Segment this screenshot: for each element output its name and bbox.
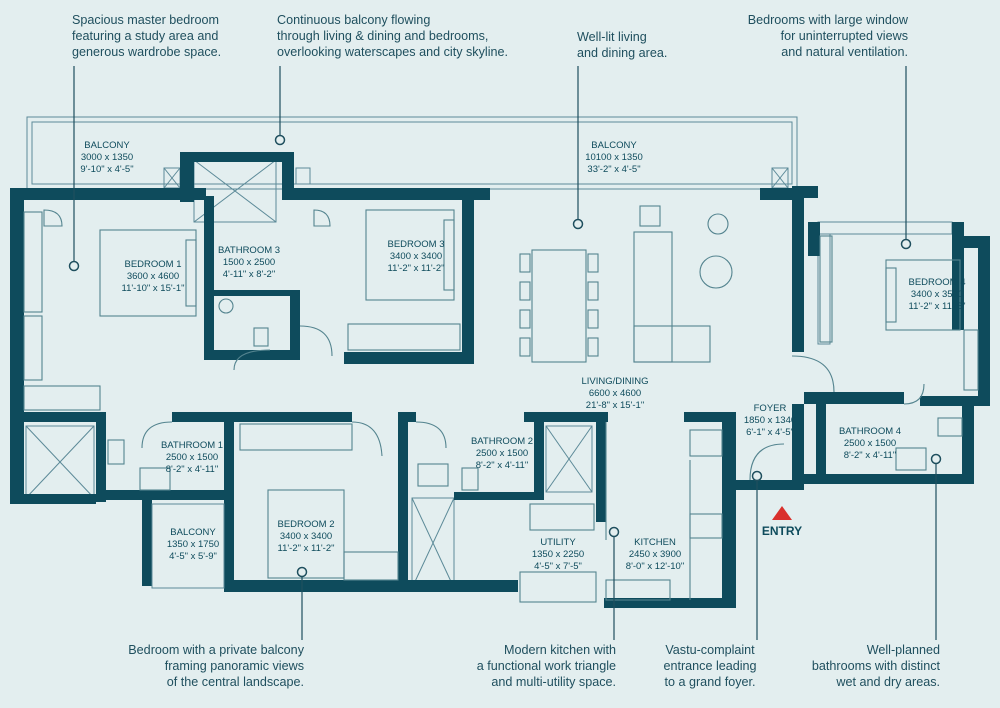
svg-text:21'-8" x 15'-1": 21'-8" x 15'-1" (586, 400, 644, 411)
room-living-label: LIVING/DINING 6600 x 4600 21'-8" x 15'-1… (581, 376, 648, 411)
room-foyer-label: FOYER 1850 x 1340 6'-1" x 4'-5" (744, 403, 796, 438)
callout-bathrooms: Well-planned bathrooms with distinct wet… (811, 643, 940, 689)
svg-text:BATHROOM 2: BATHROOM 2 (471, 436, 533, 447)
svg-text:2450 x 3900: 2450 x 3900 (629, 549, 681, 560)
svg-text:BEDROOM 3: BEDROOM 3 (387, 239, 444, 250)
room-balcony-small-label: BALCONY 1350 x 1750 4'-5" x 5'-9" (167, 527, 219, 562)
svg-text:FOYER: FOYER (754, 403, 787, 414)
svg-text:BALCONY: BALCONY (591, 140, 637, 151)
svg-text:BATHROOM 4: BATHROOM 4 (839, 426, 901, 437)
svg-text:1500 x 2500: 1500 x 2500 (223, 257, 275, 268)
svg-text:3400 x 3400: 3400 x 3400 (280, 531, 332, 542)
svg-text:8'-2" x 4'-11": 8'-2" x 4'-11" (476, 460, 528, 471)
room-bedroom2-label: BEDROOM 2 3400 x 3400 11'-2" x 11'-2" (277, 519, 334, 554)
svg-text:3000 x 1350: 3000 x 1350 (81, 152, 133, 163)
room-bedroom4-label: BEDROOM 4 3400 x 3500 11'-2" x 11'-6" (908, 277, 965, 312)
svg-text:1850 x 1340: 1850 x 1340 (744, 415, 796, 426)
svg-text:10100 x 1350: 10100 x 1350 (585, 152, 643, 163)
room-bathroom4-label: BATHROOM 4 2500 x 1500 8'-2" x 4'-11" (839, 426, 901, 461)
room-bathroom1-label: BATHROOM 1 2500 x 1500 8'-2" x 4'-11" (161, 440, 223, 475)
room-bedroom3-label: BEDROOM 3 3400 x 3400 11'-2" x 11'-2" (387, 239, 444, 274)
svg-text:BATHROOM 1: BATHROOM 1 (161, 440, 223, 451)
svg-text:3600 x 4600: 3600 x 4600 (127, 271, 179, 282)
svg-text:11'-2" x 11'-6": 11'-2" x 11'-6" (908, 301, 965, 312)
svg-text:BATHROOM 3: BATHROOM 3 (218, 245, 280, 256)
callout-kitchen: Modern kitchen with a functional work tr… (476, 643, 616, 689)
walls (10, 152, 990, 608)
svg-text:11'-2" x 11'-2": 11'-2" x 11'-2" (387, 263, 444, 274)
svg-text:2500 x 1500: 2500 x 1500 (476, 448, 528, 459)
svg-text:6600 x 4600: 6600 x 4600 (589, 388, 641, 399)
room-bathroom3-label: BATHROOM 3 1500 x 2500 4'-11" x 8'-2" (218, 245, 280, 280)
svg-text:BEDROOM 1: BEDROOM 1 (124, 259, 181, 270)
callout-private-balcony: Bedroom with a private balcony framing p… (128, 643, 304, 689)
svg-text:2500 x 1500: 2500 x 1500 (844, 438, 896, 449)
svg-text:3400 x 3400: 3400 x 3400 (390, 251, 442, 262)
callout-continuous-balcony: Continuous balcony flowing through livin… (277, 13, 508, 59)
callout-living-dining: Well-lit living and dining area. (577, 30, 668, 60)
room-bedroom1-label: BEDROOM 1 3600 x 4600 11'-10" x 15'-1" (121, 259, 184, 294)
svg-text:8'-2" x 4'-11": 8'-2" x 4'-11" (844, 450, 896, 461)
svg-text:9'-10" x 4'-5": 9'-10" x 4'-5" (80, 164, 133, 175)
svg-text:KITCHEN: KITCHEN (634, 537, 676, 548)
svg-text:11'-10" x 15'-1": 11'-10" x 15'-1" (121, 283, 184, 294)
entry-label: ENTRY (762, 524, 802, 538)
svg-text:8'-0" x 12'-10": 8'-0" x 12'-10" (626, 561, 684, 572)
svg-text:3400 x 3500: 3400 x 3500 (911, 289, 963, 300)
svg-text:1350 x 2250: 1350 x 2250 (532, 549, 584, 560)
callout-bedroom-windows: Bedrooms with large window for uninterru… (747, 13, 908, 59)
svg-text:6'-1" x 4'-5": 6'-1" x 4'-5" (746, 427, 794, 438)
callout-leaders (68, 66, 942, 640)
svg-text:LIVING/DINING: LIVING/DINING (581, 376, 648, 387)
svg-text:2500 x 1500: 2500 x 1500 (166, 452, 218, 463)
svg-text:4'-5" x 7'-5": 4'-5" x 7'-5" (534, 561, 582, 572)
svg-text:BALCONY: BALCONY (84, 140, 130, 151)
room-balcony-left-label: BALCONY 3000 x 1350 9'-10" x 4'-5" (80, 140, 133, 175)
svg-text:8'-2" x 4'-11": 8'-2" x 4'-11" (166, 464, 218, 475)
svg-text:BEDROOM 2: BEDROOM 2 (277, 519, 334, 530)
svg-text:4'-5" x 5'-9": 4'-5" x 5'-9" (169, 551, 217, 562)
svg-text:11'-2" x 11'-2": 11'-2" x 11'-2" (277, 543, 334, 554)
callout-master-bedroom: Spacious master bedroom featuring a stud… (72, 13, 222, 59)
svg-text:BEDROOM 4: BEDROOM 4 (908, 277, 965, 288)
room-kitchen-label: KITCHEN 2450 x 3900 8'-0" x 12'-10" (626, 537, 684, 572)
svg-text:1350 x 1750: 1350 x 1750 (167, 539, 219, 550)
svg-text:4'-11" x 8'-2": 4'-11" x 8'-2" (223, 269, 275, 280)
room-bathroom2-label: BATHROOM 2 2500 x 1500 8'-2" x 4'-11" (471, 436, 533, 471)
room-balcony-main-label: BALCONY 10100 x 1350 33'-2" x 4'-5" (585, 140, 643, 175)
svg-text:33'-2" x 4'-5": 33'-2" x 4'-5" (587, 164, 640, 175)
balcony-railing (26, 116, 798, 190)
furniture (23, 205, 979, 603)
svg-text:UTILITY: UTILITY (540, 537, 576, 548)
room-utility-label: UTILITY 1350 x 2250 4'-5" x 7'-5" (532, 537, 584, 572)
svg-text:BALCONY: BALCONY (170, 527, 216, 538)
callout-entrance: Vastu-complaint entrance leading to a gr… (663, 643, 757, 689)
entry-arrow-icon (772, 506, 792, 520)
